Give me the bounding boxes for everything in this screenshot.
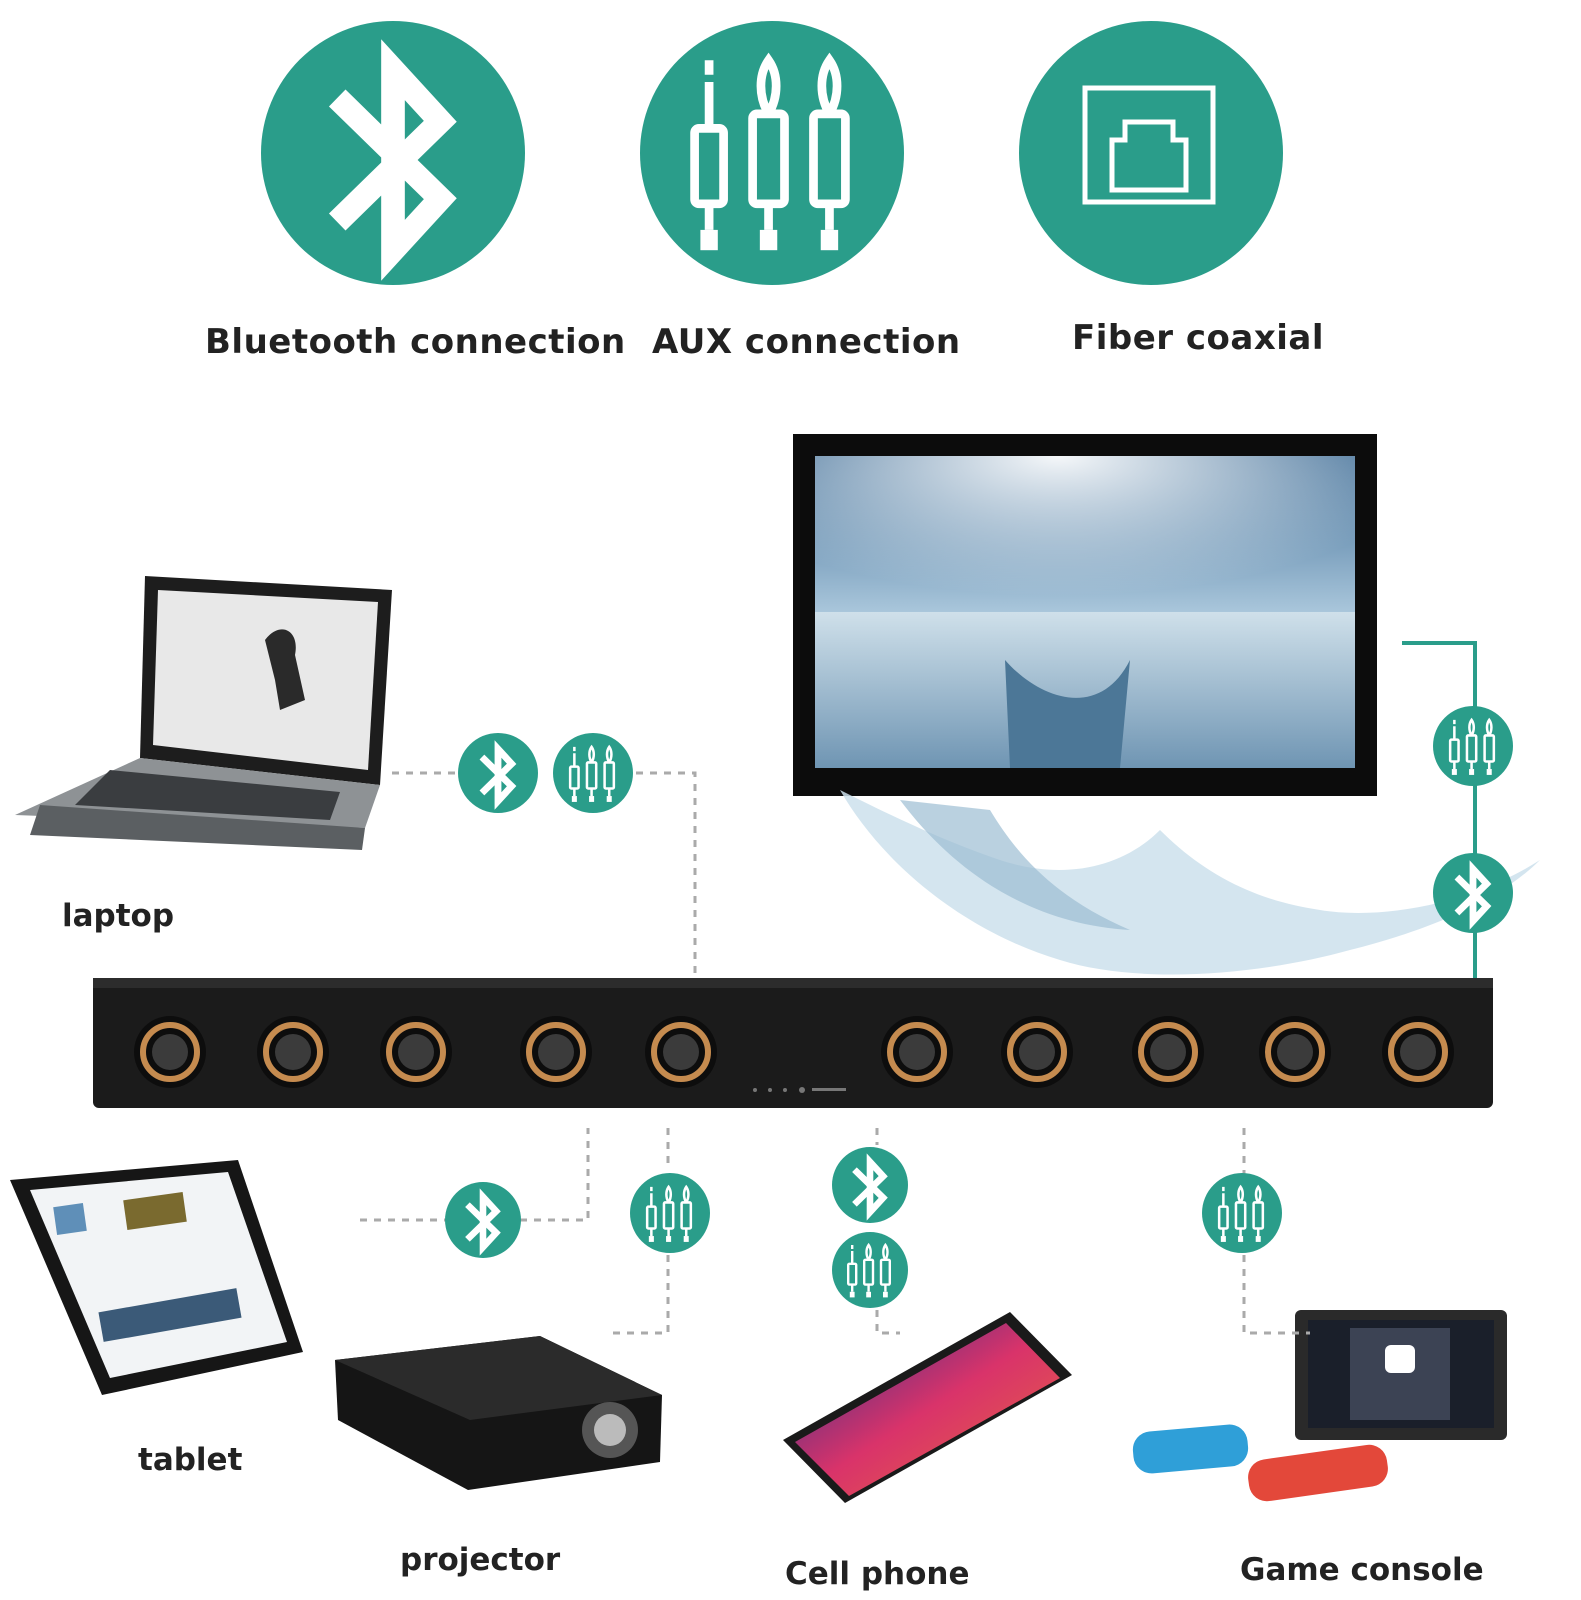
tv-aux-badge (1433, 706, 1513, 786)
cellphone-aux-badge (832, 1232, 908, 1308)
tablet-device (10, 1160, 303, 1395)
game-console-label: Game console (1240, 1552, 1484, 1588)
fiber-coaxial-label: Fiber coaxial (1072, 318, 1325, 358)
game-console-device (1132, 1310, 1507, 1502)
aux-connection-badge (640, 21, 904, 285)
tv-bluetooth-badge (1433, 853, 1513, 933)
bluetooth-connection-label: Bluetooth connection (205, 322, 626, 362)
tablet-label: tablet (138, 1442, 243, 1478)
projector-aux-badge (630, 1173, 710, 1253)
bluetooth-connection-badge (261, 21, 525, 285)
soundbar (93, 978, 1493, 1108)
laptop-device (15, 576, 392, 850)
laptop-aux-badge (553, 733, 633, 813)
speaker-drivers (134, 1016, 1454, 1088)
optical-port-icon (1082, 85, 1216, 205)
television (793, 434, 1540, 975)
projector-label: projector (400, 1542, 561, 1578)
cell-phone-label: Cell phone (785, 1556, 970, 1592)
cell-phone-device (783, 1312, 1072, 1503)
fiber-coaxial-badge (1019, 21, 1283, 285)
aux-connection-label: AUX connection (652, 322, 961, 362)
tablet-bluetooth-badge (445, 1182, 521, 1258)
console-aux-badge (1202, 1173, 1282, 1253)
connector-lines (360, 771, 1310, 1335)
laptop-bluetooth-badge (458, 733, 538, 813)
laptop-label: laptop (62, 898, 175, 934)
projector-device (335, 1336, 662, 1490)
cellphone-bluetooth-badge (832, 1147, 908, 1223)
